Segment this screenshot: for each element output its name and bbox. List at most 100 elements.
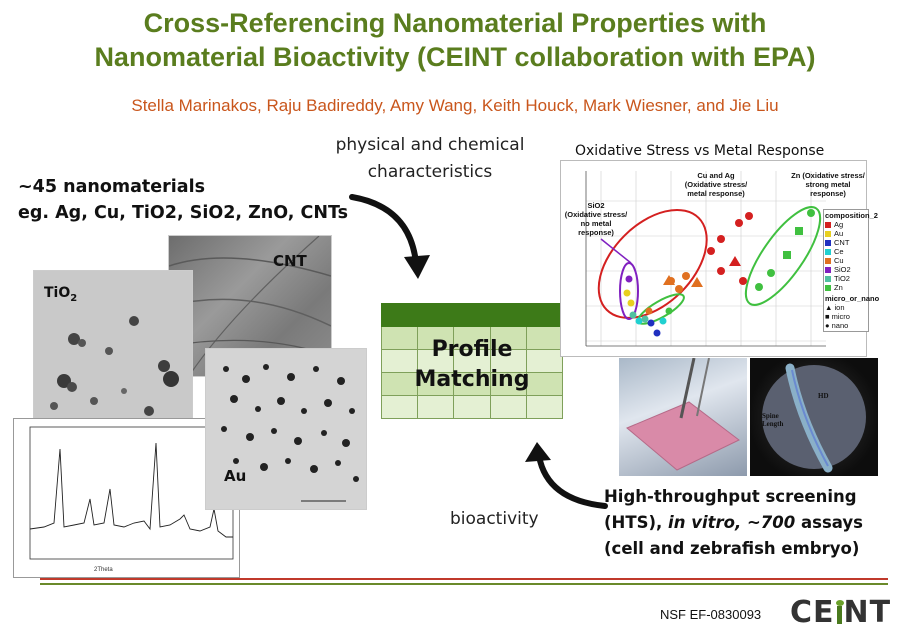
legend-label: Cu	[834, 256, 844, 265]
legend-title-form: micro_or_nano	[825, 294, 880, 303]
hts-line-1: High-throughput screening	[604, 487, 857, 506]
scatter-chart: SiO2 (Oxidative stress/ no metal respons…	[560, 160, 880, 357]
profile-grid	[380, 303, 564, 419]
chart-title: Oxidative Stress vs Metal Response	[575, 143, 825, 159]
nanomaterials-examples: eg. Ag, Cu, TiO2, SiO2, ZnO, CNTs	[18, 203, 349, 223]
hts-line-2b: in vitro, ~700	[668, 513, 796, 532]
legend-swatch	[825, 249, 831, 256]
legend-label: nano	[831, 321, 849, 330]
legend-marker-icon: ●	[825, 321, 832, 330]
legend-swatch	[825, 231, 831, 238]
profile-matching-box: Profile Matching	[380, 303, 564, 425]
footer-rule-green	[40, 583, 888, 585]
legend-label: Zn	[834, 283, 843, 292]
legend-item-form: ■ micro	[825, 312, 867, 321]
xrd-plot: 2Theta	[13, 418, 240, 578]
annotation-sio2-3: no metal response)	[578, 219, 614, 237]
legend-item: Au	[825, 229, 867, 238]
svg-text:2Theta: 2Theta	[94, 567, 113, 573]
spine-length-label: Spine Length	[762, 412, 783, 428]
cnt-label: CNT	[273, 252, 307, 270]
bioactivity-label: bioactivity	[450, 509, 539, 529]
hd-label: HD	[818, 392, 829, 400]
annotation-zn: Zn (Oxidative stress/ strong metal respo…	[787, 171, 869, 198]
footer-rule-red	[40, 578, 888, 580]
legend-swatch	[825, 258, 831, 265]
legend-item: TiO2	[825, 274, 867, 283]
legend-item: SiO2	[825, 265, 867, 274]
legend-item: CNT	[825, 238, 867, 247]
legend-item: Zn	[825, 283, 867, 292]
logo-text-ce: CE	[790, 595, 835, 630]
annotation-cuag: Cu and Ag (Oxidative stress/ metal respo…	[679, 171, 753, 198]
zebrafish-photo: HD Spine Length	[750, 358, 878, 476]
au-particles	[221, 364, 359, 502]
authors-line: Stella Marinakos, Raju Badireddy, Amy Wa…	[131, 96, 779, 115]
arrow-up-icon	[525, 442, 608, 509]
legend-label: TiO2	[834, 274, 850, 283]
profile-line-2: Matching	[414, 367, 530, 392]
hts-line-2a: (HTS),	[604, 513, 669, 532]
legend-label: CNT	[834, 238, 850, 247]
annotation-zn-2: strong metal response)	[805, 180, 851, 198]
spine-label: Spine	[762, 412, 779, 420]
legend-label: Ag	[834, 220, 844, 229]
legend-items-form: ▲ ion■ micro● nano	[825, 303, 867, 330]
legend-swatch	[825, 267, 831, 274]
annotation-cuag-1: Cu and Ag	[697, 171, 735, 180]
legend-label: Ce	[834, 247, 844, 256]
legend-marker-icon: ■	[825, 312, 832, 321]
legend-item: Ag	[825, 220, 867, 229]
hts-line-2c: assays	[795, 513, 863, 532]
legend-label: SiO2	[834, 265, 851, 274]
title-line-2: Nanomaterial Bioactivity (CEINT collabor…	[94, 42, 816, 72]
grant-number: NSF EF-0830093	[660, 607, 762, 622]
scatter-plot	[585, 171, 826, 347]
physchem-line-1: physical and chemical	[335, 135, 525, 155]
legend-item-form: ▲ ion	[825, 303, 867, 312]
tio2-label-sub: 2	[70, 292, 78, 304]
legend-label: Au	[834, 229, 844, 238]
legend-item: Ce	[825, 247, 867, 256]
nanomaterials-text: ~45 nanomaterials eg. Ag, Cu, TiO2, SiO2…	[18, 174, 348, 226]
annotation-sio2-2: (Oxidative stress/	[564, 210, 628, 219]
arrow-down-icon	[349, 194, 430, 279]
annotation-zn-1: Zn (Oxidative stress/	[791, 171, 865, 180]
au-micrograph: Au	[205, 348, 367, 510]
hts-line-2: (HTS), in vitro, ~700 assays	[604, 510, 863, 536]
slide-title: Cross-Referencing Nanomaterial Propertie…	[0, 6, 910, 74]
legend-label: ion	[834, 303, 845, 312]
legend-item: Cu	[825, 256, 867, 265]
annotation-sio2-1: SiO2	[587, 201, 605, 210]
legend-swatch	[825, 276, 831, 283]
zebrafish-embryo	[762, 363, 866, 473]
au-label: Au	[224, 467, 247, 485]
tio2-label-base: TiO	[44, 285, 71, 301]
legend-swatch	[825, 240, 831, 247]
logo-text-nt: NT	[843, 595, 892, 630]
legend-label: micro	[831, 312, 850, 321]
legend-swatch	[825, 285, 831, 292]
physchem-line-2: characteristics	[367, 162, 493, 182]
tio2-micrograph: TiO2	[33, 270, 193, 430]
nanomaterials-count: ~45 nanomaterials	[18, 177, 205, 197]
well-plate	[626, 357, 740, 471]
annotation-cuag-3: metal response)	[687, 189, 745, 198]
profile-line-1: Profile	[431, 337, 513, 362]
annotation-sio2: SiO2 (Oxidative stress/ no metal respons…	[563, 201, 629, 237]
hts-line-3: (cell and zebrafish embryo)	[604, 539, 860, 558]
legend-item-form: ● nano	[825, 321, 867, 330]
length-label: Length	[762, 420, 784, 428]
hts-plate-photo	[619, 357, 747, 476]
physchem-text: physical and chemical characteristics	[300, 132, 560, 186]
legend-title-composition: composition_2	[825, 211, 878, 220]
title-line-1: Cross-Referencing Nanomaterial Propertie…	[143, 8, 767, 38]
legend-swatch	[825, 222, 831, 229]
legend-marker-icon: ▲	[825, 303, 835, 312]
hts-text: High-throughput screening (HTS), in vitr…	[604, 484, 863, 562]
leaf-icon	[835, 600, 844, 624]
annotation-cuag-2: (Oxidative stress/	[684, 180, 748, 189]
